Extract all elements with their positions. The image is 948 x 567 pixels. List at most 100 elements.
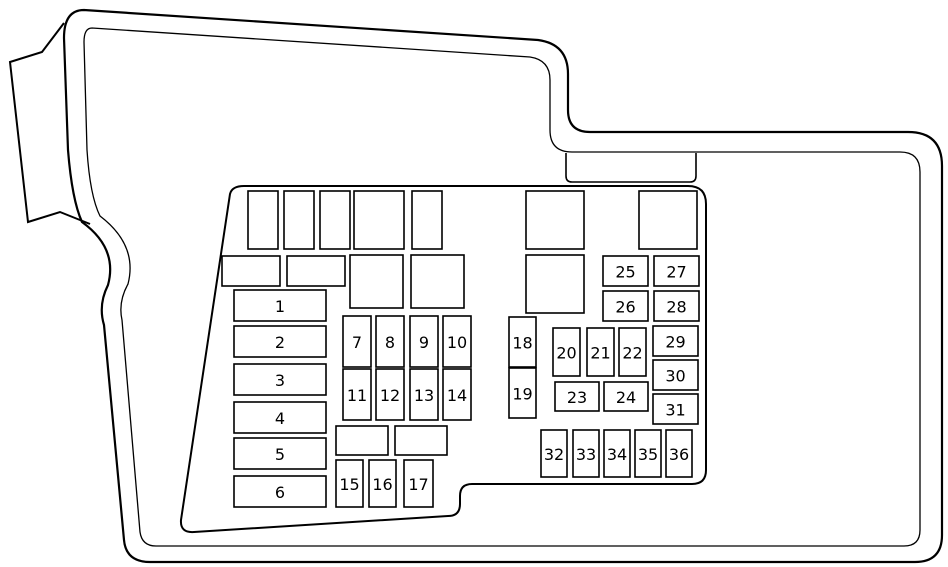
fuse-label: 26 (615, 298, 635, 317)
fuse-1: 1 (233, 289, 327, 322)
relay-slot (283, 190, 315, 250)
fuse-box (442, 368, 472, 421)
fuse-label: 4 (275, 409, 285, 428)
housing-inner (83, 27, 921, 547)
fuse-label: 14 (447, 386, 467, 405)
fuse-36: 36 (665, 429, 693, 478)
fuse-32: 32 (540, 429, 568, 478)
relay-slot (394, 425, 448, 456)
fuse-box (602, 255, 649, 287)
fuse-label: 2 (275, 333, 285, 352)
fuse-label: 21 (590, 344, 610, 363)
fuse-label: 28 (666, 298, 686, 317)
fuse-19: 19 (508, 367, 537, 419)
fuse-label: 32 (544, 445, 564, 464)
fuse-16: 16 (368, 459, 397, 508)
fuse-30: 30 (652, 359, 699, 391)
fuse-label: 9 (419, 333, 429, 352)
fuse-box (634, 429, 662, 478)
fuse-box (409, 315, 439, 368)
fuse-box (403, 459, 434, 508)
fuse-label: 6 (275, 483, 285, 502)
fuse-31: 31 (652, 393, 699, 425)
fuse-24: 24 (603, 381, 649, 412)
fuse-box (653, 255, 700, 287)
relay-slot (349, 254, 404, 309)
fuse-10: 10 (442, 315, 472, 368)
side-connector (8, 22, 91, 225)
fuse-28: 28 (653, 290, 700, 322)
fuse-33: 33 (572, 429, 600, 478)
fuse-26: 26 (602, 290, 649, 322)
fuse-box (603, 381, 649, 412)
fuse-label: 5 (275, 445, 285, 464)
fuse-label: 10 (447, 333, 467, 352)
relay-slot (525, 190, 585, 250)
fuse-box (233, 475, 327, 508)
fuse-5: 5 (233, 437, 327, 470)
fuse-label: 27 (666, 263, 686, 282)
fuse-12: 12 (375, 368, 405, 421)
fuse-13: 13 (409, 368, 439, 421)
fuse-label: 13 (414, 386, 434, 405)
fuse-25: 25 (602, 255, 649, 287)
fuse-2: 2 (233, 325, 327, 358)
fuse-11: 11 (342, 368, 372, 421)
fuse-21: 21 (586, 327, 615, 377)
relay-slot (411, 190, 443, 250)
fuse-label: 1 (275, 297, 285, 316)
relay-slot (525, 254, 585, 314)
fuse-label: 7 (352, 333, 362, 352)
housing-tab (565, 153, 697, 183)
fuse-box (652, 325, 699, 357)
fuse-box (233, 289, 327, 322)
fuse-box (586, 327, 615, 377)
relay-slot (221, 255, 281, 287)
fuse-box (618, 327, 647, 377)
fuse-box (233, 325, 327, 358)
fuse-27: 27 (653, 255, 700, 287)
fuse-label: 15 (339, 475, 359, 494)
fuse-label: 25 (615, 263, 635, 282)
fuse-label: 19 (512, 385, 532, 404)
relay-slot (335, 425, 389, 456)
fuse-box (508, 367, 537, 419)
fuse-box (572, 429, 600, 478)
fuse-label: 11 (347, 386, 367, 405)
fuse-label: 31 (665, 401, 685, 420)
fuse-23: 23 (554, 381, 600, 412)
fuse-label: 36 (669, 445, 689, 464)
housing-outer (62, 8, 944, 564)
fuse-34: 34 (603, 429, 631, 478)
fuse-4: 4 (233, 401, 327, 434)
fuse-box (652, 359, 699, 391)
fuse-box (233, 363, 327, 396)
fuse-box (233, 401, 327, 434)
fuse-label: 17 (408, 475, 428, 494)
relay-slot (410, 254, 465, 309)
fuse-label: 23 (567, 388, 587, 407)
fuse-label: 29 (665, 333, 685, 352)
relay-slot (247, 190, 279, 250)
fuse-6: 6 (233, 475, 327, 508)
fuse-box (540, 429, 568, 478)
fuse-box (602, 290, 649, 322)
fuse-box (375, 315, 405, 368)
fuse-label: 22 (622, 344, 642, 363)
fuse-box (442, 315, 472, 368)
fuse-9: 9 (409, 315, 439, 368)
fuse-label: 3 (275, 371, 285, 390)
fuse-box (554, 381, 600, 412)
fuse-label: 30 (665, 367, 685, 386)
fuse-3: 3 (233, 363, 327, 396)
fuse-label: 16 (372, 475, 392, 494)
fuse-box (375, 368, 405, 421)
relay-slot (286, 255, 346, 287)
fuse-label: 34 (607, 445, 627, 464)
fuse-box (603, 429, 631, 478)
fuse-20: 20 (552, 327, 581, 377)
fuse-label: 35 (638, 445, 658, 464)
fuse-22: 22 (618, 327, 647, 377)
